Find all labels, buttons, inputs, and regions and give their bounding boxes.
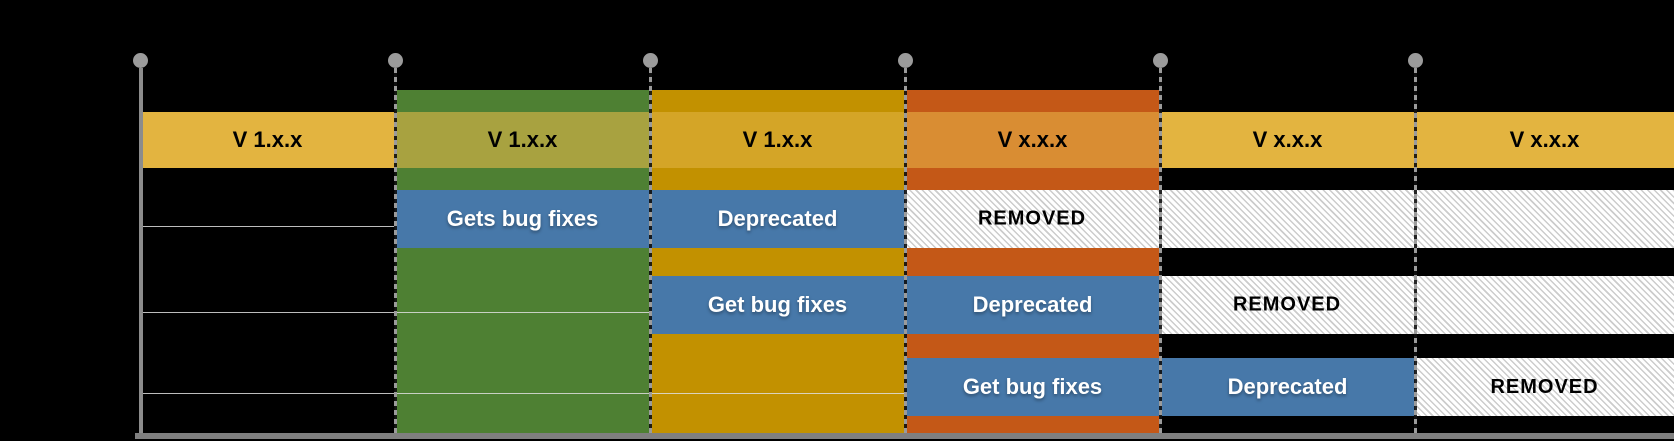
v1-active-col2: V 1.x.x (395, 112, 650, 168)
v1-active-col3-label: V 1.x.x (742, 127, 813, 152)
v3-get-bug-fixes-bar-label: Get bug fixes (962, 374, 1103, 399)
vx-active-col4-label: V x.x.x (997, 127, 1068, 152)
v2-deprecated-bar-label: Deprecated (972, 292, 1093, 317)
v1-gets-bug-fixes-bar: Gets bug fixes (395, 190, 650, 248)
timeline-marker-1 (132, 52, 148, 68)
vx-active-col6: V x.x.x (1415, 112, 1674, 168)
v2-removed-bar: REMOVED (1160, 276, 1674, 334)
v3-get-bug-fixes-bar: Get bug fixes (905, 358, 1160, 416)
vx-active-col5-label: V x.x.x (1252, 127, 1323, 152)
v1-deprecated-bar: Deprecated (650, 190, 905, 248)
timeline-axis (135, 433, 1674, 439)
v3-deprecated-bar: Deprecated (1160, 358, 1415, 416)
v2-deprecated-bar: Deprecated (905, 276, 1160, 334)
timeline-marker-5 (1152, 52, 1168, 68)
v1-active-col2-label: V 1.x.x (487, 127, 558, 152)
v1-active-col1-label: V 1.x.x (232, 127, 303, 152)
v3-deprecated-bar-label: Deprecated (1227, 374, 1348, 399)
timeline-line-5 (1159, 68, 1162, 433)
timeline-marker-2 (387, 52, 403, 68)
v1-active-col3: V 1.x.x (650, 112, 905, 168)
v1-gets-bug-fixes-bar-label: Gets bug fixes (446, 206, 599, 231)
v1-active-col1: V 1.x.x (140, 112, 395, 168)
v2-get-bug-fixes-bar-label: Get bug fixes (707, 292, 848, 317)
timeline-marker-3 (642, 52, 658, 68)
vx-active-col6-label: V x.x.x (1509, 127, 1580, 152)
timeline-marker-6 (1407, 52, 1423, 68)
v1-removed-bar: REMOVED (905, 190, 1674, 248)
v2-get-bug-fixes-bar: Get bug fixes (650, 276, 905, 334)
vx-active-col5: V x.x.x (1160, 112, 1415, 168)
v1-deprecated-bar-label: Deprecated (717, 206, 838, 231)
v1-removed-bar-label: REMOVED (977, 207, 1087, 230)
v2-removed-bar-label: REMOVED (1232, 293, 1342, 316)
timeline-line-4 (904, 68, 907, 433)
v3-removed-bar: REMOVED (1415, 358, 1674, 416)
timeline-line-2 (394, 68, 397, 433)
timeline-marker-4 (897, 52, 913, 68)
timeline-line-1 (139, 68, 143, 433)
vx-active-col4: V x.x.x (905, 112, 1160, 168)
v3-removed-bar-label: REMOVED (1490, 375, 1599, 398)
timeline-line-3 (649, 68, 652, 433)
timeline-line-6 (1414, 68, 1417, 433)
